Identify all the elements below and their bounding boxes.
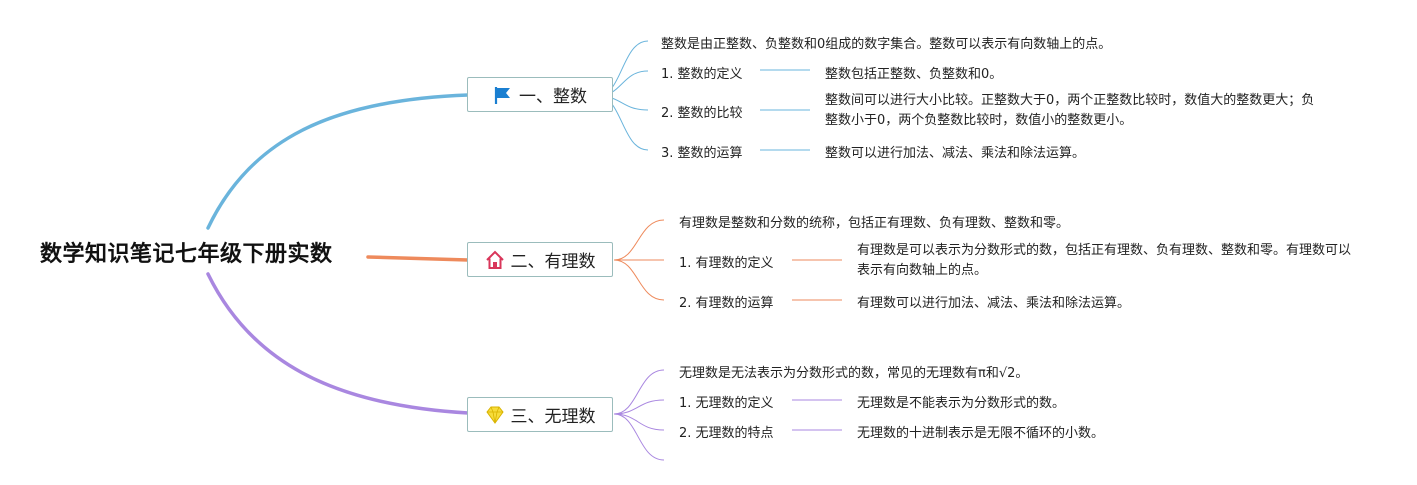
- home-icon: [485, 250, 505, 270]
- root-branch-2: [366, 255, 470, 262]
- topic-label: 一、整数: [519, 87, 587, 107]
- topic-rationals[interactable]: 二、有理数: [467, 242, 613, 277]
- subtopic-detail: 整数间可以进行大小比较。正整数大于0，两个正整数比较时，数值大的整数更大；负整数…: [825, 93, 1315, 128]
- subtopic-label[interactable]: 2. 有理数的运算: [679, 296, 774, 311]
- subtopic-detail: 无理数的十进制表示是无限不循环的小数。: [857, 426, 1105, 441]
- summary-text: 无理数是无法表示为分数形式的数，常见的无理数有π和√2。: [679, 366, 1029, 381]
- root-branch-3: [206, 272, 470, 415]
- subtopic-label[interactable]: 2. 无理数的特点: [679, 426, 774, 441]
- flag-icon: [493, 85, 513, 105]
- subtopic-detail: 有理数是可以表示为分数形式的数，包括正有理数、负有理数、整数和零。有理数可以表示…: [857, 243, 1352, 278]
- topic-irrationals[interactable]: 三、无理数: [467, 397, 613, 432]
- subtopic-label[interactable]: 1. 有理数的定义: [679, 256, 774, 271]
- subtopic-detail: 整数包括正整数、负整数和0。: [825, 67, 1003, 82]
- subtopic-detail: 有理数可以进行加法、减法、乘法和除法运算。: [857, 296, 1131, 311]
- topic-integers[interactable]: 一、整数: [467, 77, 613, 112]
- subtopic-detail: 整数可以进行加法、减法、乘法和除法运算。: [825, 146, 1086, 161]
- subtopic-label[interactable]: 1. 无理数的定义: [679, 396, 774, 411]
- summary-text: 整数是由正整数、负整数和0组成的数字集合。整数可以表示有向数轴上的点。: [661, 37, 1112, 52]
- topic-label: 三、无理数: [510, 407, 596, 427]
- root-topic[interactable]: 数学知识笔记七年级下册实数: [40, 242, 333, 267]
- subtopic-label[interactable]: 3. 整数的运算: [661, 146, 743, 161]
- root-branch-1: [206, 93, 470, 230]
- subtopic-label[interactable]: 1. 整数的定义: [661, 67, 743, 82]
- subtopic-detail: 无理数是不能表示为分数形式的数。: [857, 396, 1066, 411]
- topic-label: 二、有理数: [510, 252, 596, 272]
- diamond-icon: [485, 405, 505, 425]
- summary-text: 有理数是整数和分数的统称，包括正有理数、负有理数、整数和零。: [679, 216, 1070, 231]
- subtopic-label[interactable]: 2. 整数的比较: [661, 106, 743, 121]
